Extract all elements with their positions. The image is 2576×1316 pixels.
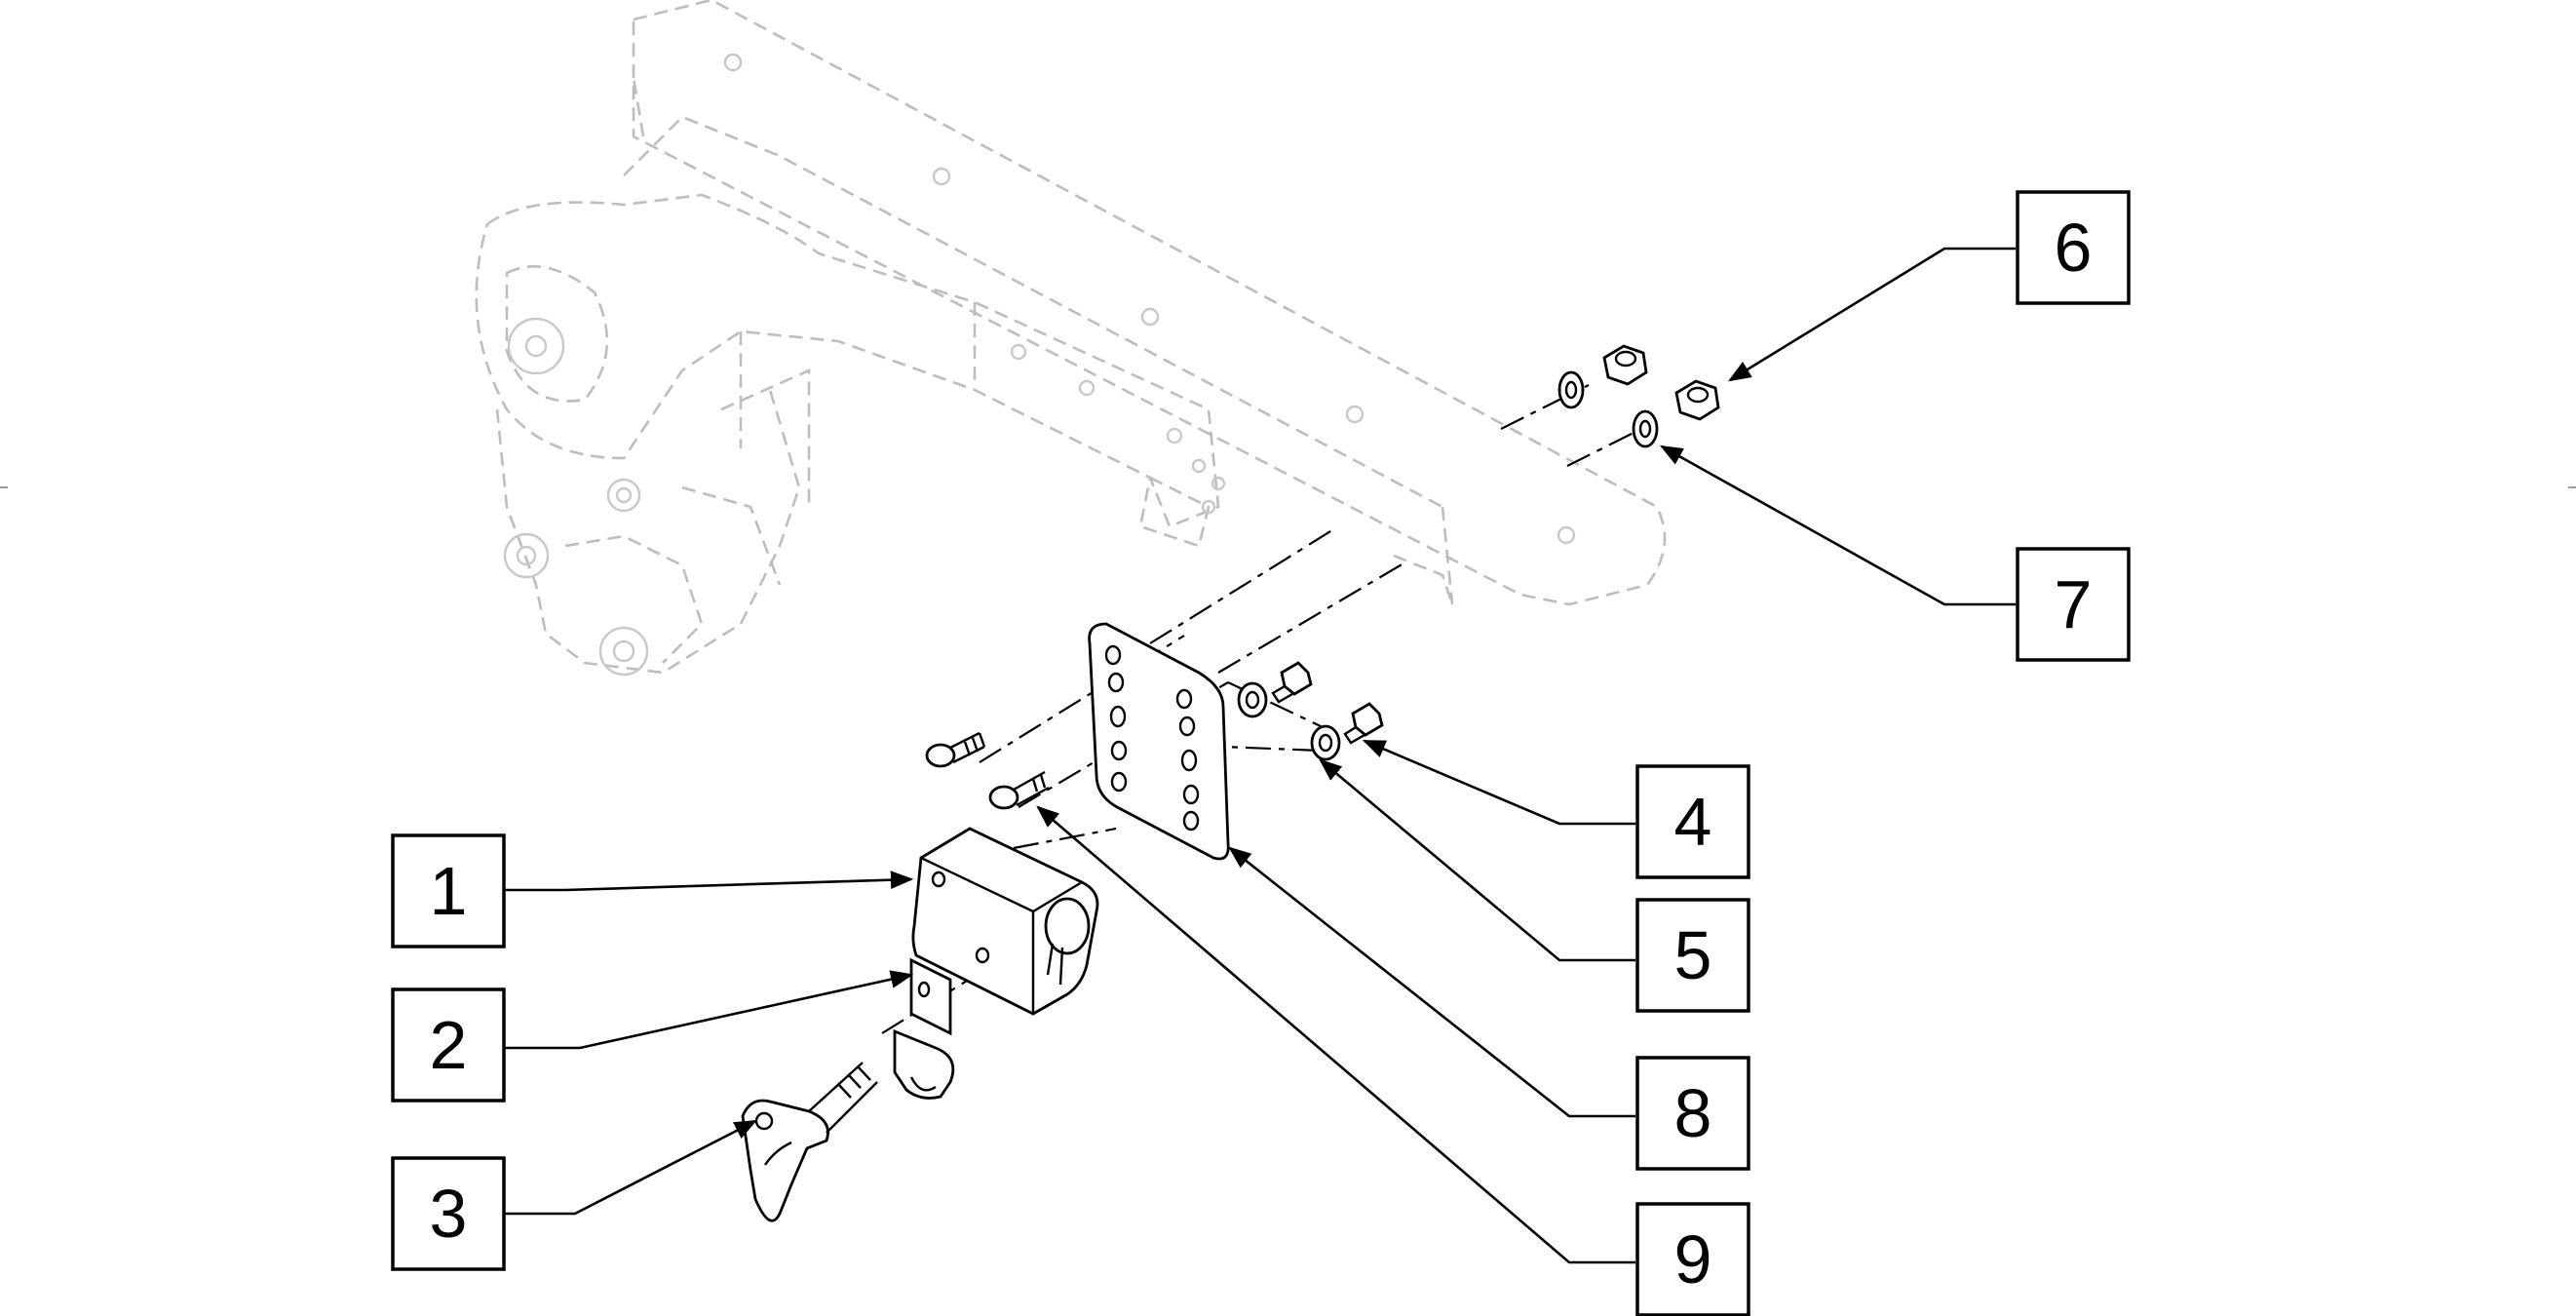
socket-cap-screws <box>925 731 1050 810</box>
leader-2 <box>505 970 914 1050</box>
callout-1: 1 <box>391 833 506 948</box>
upper-hex-nuts-and-washers <box>1557 344 1720 448</box>
callout-1-label: 1 <box>430 853 468 929</box>
callout-5: 5 <box>1635 898 1750 1013</box>
callout-8-label: 8 <box>1674 1075 1712 1151</box>
leader-3 <box>505 1119 758 1216</box>
leader-7 <box>1659 445 2016 606</box>
callout-8: 8 <box>1635 1056 1750 1171</box>
callout-7: 7 <box>2016 547 2131 662</box>
callout-9: 9 <box>1635 1202 1750 1316</box>
spring-clip-bracket <box>893 957 955 1100</box>
callout-6-label: 6 <box>2055 210 2093 286</box>
leader-6 <box>1728 247 2016 382</box>
callout-2: 2 <box>391 987 506 1103</box>
callout-3-label: 3 <box>430 1176 468 1252</box>
leader-lines <box>505 247 2016 1264</box>
callout-5-label: 5 <box>1674 917 1712 993</box>
cam-lever-handle <box>741 1062 878 1222</box>
ghost-frame-outline <box>475 0 1667 677</box>
callout-9-label: 9 <box>1674 1221 1712 1297</box>
callout-7-label: 7 <box>2055 566 2093 642</box>
mounting-plate <box>1088 622 1230 861</box>
callout-6: 6 <box>2016 190 2131 305</box>
small-screws-and-washers <box>1237 661 1384 761</box>
callout-3: 3 <box>391 1156 506 1271</box>
callout-4-label: 4 <box>1674 784 1712 860</box>
callout-2-label: 2 <box>430 1007 468 1083</box>
leader-9 <box>1036 805 1635 1264</box>
callout-4: 4 <box>1635 764 1750 879</box>
leader-5 <box>1319 758 1635 962</box>
leader-1 <box>505 871 914 892</box>
leader-8 <box>1228 846 1635 1118</box>
leader-4 <box>1362 739 1635 826</box>
clamp-block <box>911 827 1099 1016</box>
